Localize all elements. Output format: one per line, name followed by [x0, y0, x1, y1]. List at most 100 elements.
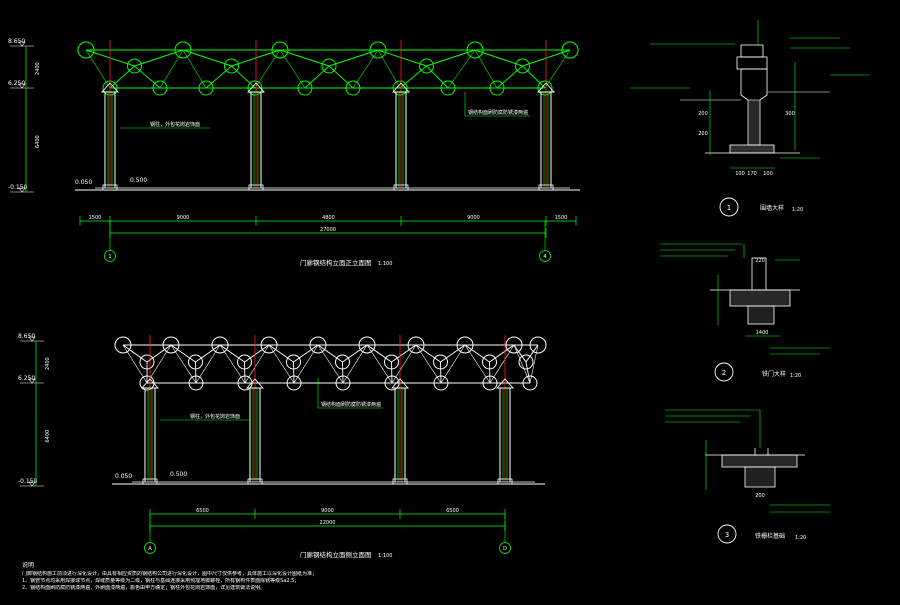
axis-label: D [503, 546, 507, 552]
notes-line: 1、钢管节点均采用焊接球节点，焊缝质量等级为二级，钢柱与基础连接采用预埋地脚螺栓… [22, 578, 300, 584]
truss-diagonal [268, 344, 294, 363]
truss-web [342, 344, 368, 384]
truss-diagonal [513, 344, 527, 363]
truss-diagonal [134, 49, 184, 67]
level-mark [18, 83, 26, 89]
axis-bubble [144, 542, 156, 554]
truss-web [489, 361, 491, 384]
truss-node-mid [515, 58, 530, 74]
dim-text: 220 [755, 258, 765, 264]
dim-text: 200 [755, 493, 765, 499]
truss-web [464, 344, 491, 384]
dim-text: 1400 [756, 330, 769, 336]
truss-node-top [561, 41, 579, 59]
column-cap [536, 82, 556, 93]
dim-text: 9000 [467, 215, 480, 221]
column-cap [391, 82, 411, 93]
detail-number: 1 [727, 204, 731, 212]
dim-text: 300 [785, 111, 795, 117]
truss-web [195, 361, 197, 384]
truss-web [205, 65, 232, 89]
truss-diagonal [279, 49, 330, 67]
level-text: 0.050 [115, 473, 132, 480]
truss-web [254, 49, 281, 89]
truss-web [440, 361, 442, 384]
detail-scale: 1:20 [795, 535, 806, 541]
detail-bubble [714, 362, 734, 382]
truss-web [366, 344, 393, 384]
truss-web [426, 65, 449, 89]
truss-web [525, 361, 531, 384]
axis-label: 1 [108, 254, 111, 260]
detail-title: 铁门大样 [762, 370, 786, 378]
truss-web [170, 344, 197, 384]
truss-diagonal [219, 344, 245, 363]
truss-diagonal [293, 344, 319, 363]
truss-web [244, 361, 246, 384]
truss-web [231, 65, 256, 89]
note-text: 钢结构面刷防腐防锈漆两遍 [321, 401, 381, 408]
truss-diagonal [474, 49, 523, 67]
truss-node-mid [127, 58, 142, 74]
level-text: 0.500 [130, 177, 147, 184]
truss-diagonal [244, 344, 270, 363]
truss-web [342, 361, 344, 384]
truss-web [304, 65, 330, 89]
gate-base [729, 289, 791, 307]
truss-web [328, 65, 354, 89]
level-text: 0.500 [170, 471, 187, 478]
detail-scale: 1:20 [792, 207, 803, 213]
dim-text: 100 [735, 171, 745, 177]
note-text: 钢柱，外包花岗岩饰面 [150, 121, 200, 128]
detail-title: 铁栅栏基础 [755, 532, 785, 540]
truss-web [399, 65, 427, 89]
truss-web [317, 344, 344, 384]
dim-text: 200 [698, 111, 708, 117]
truss-web [489, 344, 515, 384]
truss-web [268, 344, 295, 384]
truss-diagonal [415, 344, 441, 363]
fence-footing [744, 466, 776, 488]
dim-text: 2400 [35, 62, 41, 75]
truss-web [109, 65, 135, 89]
detail-bubble [719, 197, 739, 217]
truss-diagonal [391, 344, 417, 363]
notes-line: 2、钢结构面刷防腐防锈漆两遍，外刷面漆两遍，颜色由甲方确定；钢柱外包花岗岩饰面，… [22, 585, 266, 591]
truss-web [529, 344, 539, 384]
truss-web [279, 49, 306, 89]
level-text: -0.150 [18, 478, 38, 485]
truss-web [522, 65, 546, 89]
column-cap [140, 378, 160, 389]
dim-text: 27000 [320, 227, 336, 233]
truss-diagonal [377, 49, 427, 67]
detail-scale: 1:20 [790, 373, 801, 379]
drawing-title: 门廊钢结构立面侧立面图 [300, 550, 372, 559]
truss-web [122, 344, 148, 384]
truss-diagonal [489, 344, 515, 363]
axis-bubble [499, 542, 511, 554]
axis-label: 4 [543, 254, 546, 260]
notes-heading: 说明 [22, 562, 35, 569]
detail-3-fence-base: 200 3 铁栅栏基础 1:20 [665, 409, 830, 544]
truss-web [474, 49, 498, 89]
truss-web [391, 344, 417, 384]
dim-text: 6400 [35, 135, 41, 148]
note-text: 钢柱，外包花岗岩饰面 [190, 413, 240, 420]
truss-node-mid [518, 354, 534, 370]
truss-web [146, 344, 172, 384]
column-cap [245, 378, 265, 389]
detail-number: 3 [725, 531, 729, 539]
dim-text: 200 [698, 131, 708, 137]
truss-node-top [529, 336, 547, 354]
truss-node-mid [321, 58, 337, 74]
truss-diagonal [440, 344, 466, 363]
truss-web [182, 49, 207, 89]
truss-web [219, 344, 246, 384]
level-mark [18, 187, 26, 193]
level-text: 0.050 [75, 179, 92, 186]
column-cap [495, 378, 515, 389]
truss-web [244, 344, 270, 384]
truss-web [513, 344, 531, 384]
truss-node-low [537, 80, 553, 96]
